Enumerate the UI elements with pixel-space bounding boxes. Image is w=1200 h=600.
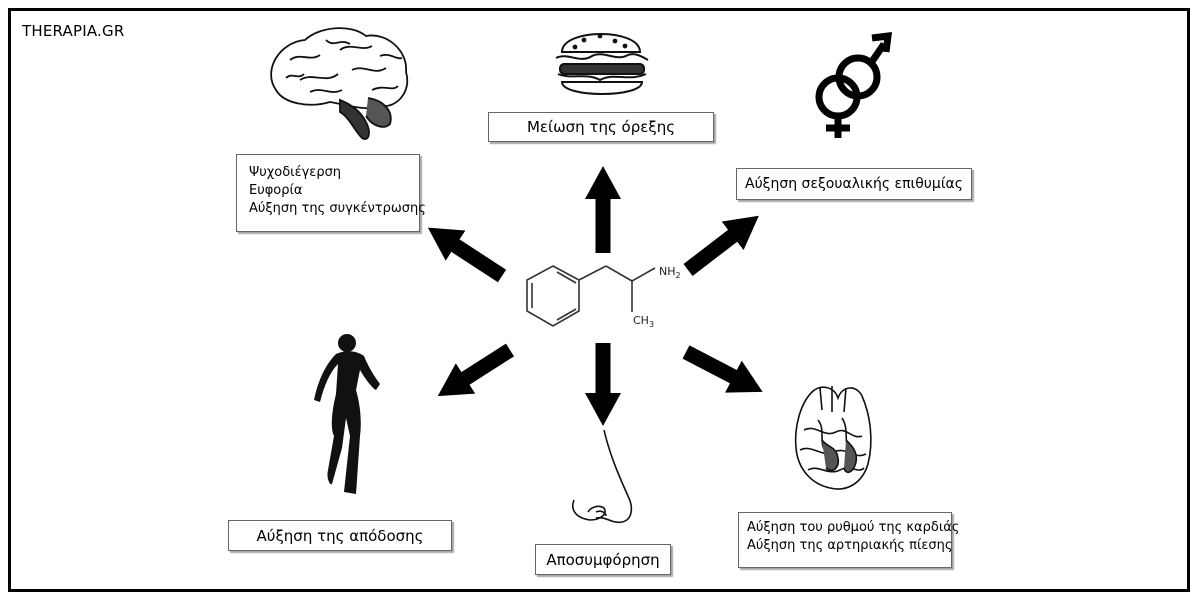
appetite-effect-box: Μείωση της όρεξης (488, 112, 714, 142)
arrow-to-heart (682, 345, 763, 393)
decongestion-effect-box: Αποσυμφόρηση (535, 544, 671, 575)
brain-effect-item: Αύξηση της συγκέντρωσης (249, 201, 426, 216)
brain-effect-item: Ψυχοδιέγερση (249, 165, 342, 180)
brand-label: THERAPIA.GR (22, 22, 125, 40)
heart-effect-item: Αύξηση του ρυθμού της καρδιάς (747, 520, 960, 535)
nh2-label: NH2 (659, 265, 681, 280)
performance-effect-label: Αύξηση της απόδοσης (256, 527, 424, 545)
appetite-effect-label: Μείωση της όρεξης (526, 118, 676, 136)
nose-icon (572, 429, 633, 524)
runner-icon (314, 334, 380, 494)
heart-effect-item: Αύξηση της αρτηριακής πίεσης (747, 538, 953, 553)
heart-icon (794, 386, 872, 490)
ch3-label: CH3 (633, 314, 654, 329)
diagram-frame (8, 8, 1190, 592)
arrow-to-brain (427, 227, 507, 283)
arrow-to-sexual (683, 215, 759, 276)
arrow-to-performance (437, 343, 515, 397)
sexual-effect-label: Αύξηση σεξουαλικής επιθυμίας (745, 176, 963, 192)
brain-effects-box: Ψυχοδιέγερση Ευφορία Αύξηση της συγκέντρ… (236, 154, 426, 232)
gender-symbols-icon (815, 31, 893, 138)
brain-effect-item: Ευφορία (249, 183, 303, 198)
sexual-effect-box: Αύξηση σεξουαλικής επιθυμίας (736, 168, 972, 200)
heart-effects-box: Αύξηση του ρυθμού της καρδιάς Αύξηση της… (738, 512, 960, 568)
burger-icon (555, 33, 649, 95)
brain-icon (270, 27, 409, 140)
amphetamine-structure (526, 265, 656, 327)
decongestion-effect-label: Αποσυμφόρηση (546, 551, 660, 569)
performance-effect-box: Αύξηση της απόδοσης (228, 520, 452, 551)
